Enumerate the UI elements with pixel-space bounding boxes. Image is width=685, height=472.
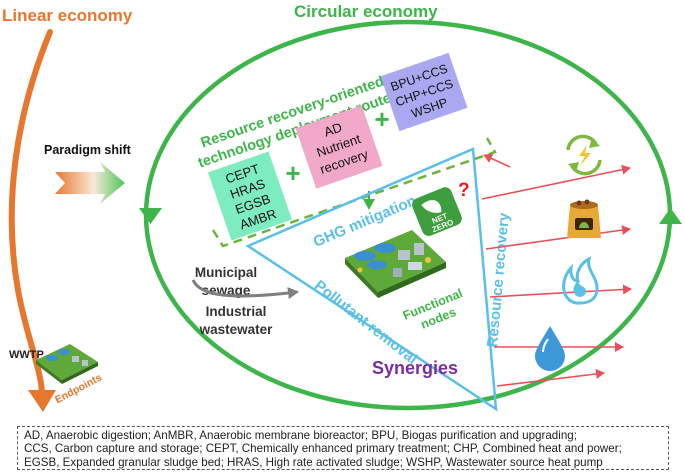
linear-arrow-head [28,390,56,412]
circular-arrow-left [139,208,162,224]
input-industrial-line2: wastewater [199,322,274,337]
triangle-pollutant-removal: Pollutant removal [311,277,421,368]
flame-icon [562,256,599,305]
paradigm-shift-arrow [55,162,125,204]
linear-economy-title: Linear economy [2,6,133,25]
triangle-resource-recovery: Resource recovery [484,211,513,348]
circular-economy-title: Circular economy [294,2,438,21]
abbreviations-legend: AD, Anaerobic digestion; AnMBR, Anaerobi… [17,426,669,470]
route-box-green: CEPT HRAS EGSB AMBR [208,151,292,241]
circular-arrow-right [659,208,682,224]
synergies-label: Synergies [372,358,458,378]
input-industrial-line1: Industrial [206,304,267,319]
abbreviations-line-1: AD, Anaerobic digestion; AnMBR, Anaerobi… [24,429,577,442]
recovery-arrow-1 [481,164,631,200]
recovery-arrow-5 [496,369,605,387]
net-zero-icon: NET ZERO [412,187,462,236]
plus-sign-1: + [285,158,300,188]
abbreviations-line-3: EGSB, Expanded granular sludge bed; HRAS… [24,455,603,469]
route-box-pink: AD Nutrient recovery [295,105,383,189]
input-municipal-line1: Municipal [195,265,257,280]
recovery-arrow-3 [489,284,632,298]
fertilizer-bag-icon [567,199,601,238]
recovery-arrow-top [483,153,511,168]
renewable-energy-icon [566,134,602,176]
abbreviations-line-2: CCS, Carbon capture and storage; CEPT, C… [24,442,622,456]
route-ad: AD [322,119,344,139]
input-arrow [191,279,299,300]
wwtp-label: WWTP [9,349,44,361]
synergy-triangle [245,147,498,412]
paradigm-shift-label: Paradigm shift [44,143,132,157]
treatment-plant-illustration [345,230,446,298]
plus-sign-2: + [374,104,389,134]
linear-economy-arrow [8,29,53,395]
recovery-arrow-2 [485,225,631,250]
question-mark: ? [458,180,470,201]
wwtp-illustration [36,344,98,384]
route-box-purple: BPU+CCS CHP+CCS WSHP [380,52,468,132]
water-drop-icon [535,326,565,371]
